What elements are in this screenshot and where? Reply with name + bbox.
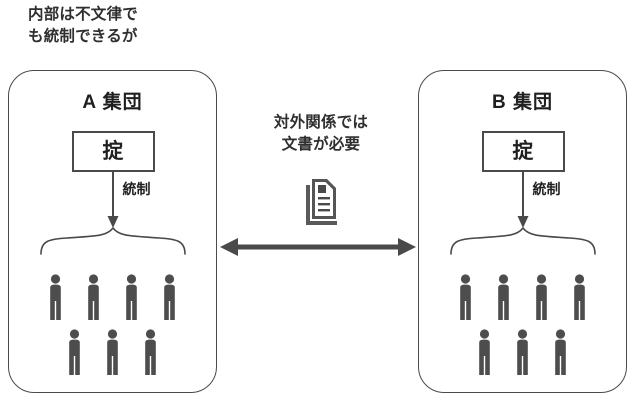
control-arrow-a [107, 172, 118, 228]
group-brace-b [449, 227, 596, 255]
bidirectional-relation-arrow [220, 238, 416, 256]
person-icon [126, 274, 137, 320]
control-arrow-b [517, 172, 528, 228]
person-icon [517, 329, 528, 375]
rule-label-b: 掟 [512, 140, 534, 163]
rule-box-a: 掟 [71, 131, 155, 172]
person-icon [107, 329, 118, 375]
control-label-b: 統制 [532, 181, 561, 197]
person-icon [88, 274, 99, 320]
group-title-b: B 集団 [491, 92, 553, 113]
group-container-a: A 集団 掟 統制 [8, 70, 217, 393]
person-icon [536, 274, 547, 320]
people-row-bottom-b [419, 329, 626, 376]
people-row-bottom-a [9, 329, 216, 376]
person-icon [164, 274, 175, 320]
document-icon [306, 179, 337, 225]
person-icon [555, 329, 566, 375]
person-icon [69, 329, 80, 375]
person-icon [498, 274, 509, 320]
person-icon [460, 274, 471, 320]
people-row-top-b [419, 274, 626, 321]
group-title-a: A 集団 [82, 92, 143, 113]
people-row-top-a [9, 274, 216, 321]
center-caption: 対外関係では 文書が必要 [273, 114, 369, 154]
control-label-a: 統制 [122, 181, 151, 197]
person-icon [145, 329, 156, 375]
person-icon [574, 274, 585, 320]
person-icon [479, 329, 490, 375]
person-icon [50, 274, 61, 320]
group-brace-a [39, 227, 186, 255]
rule-box-b: 掟 [481, 131, 565, 172]
group-container-b: B 集団 掟 統制 [418, 70, 627, 393]
top-caption: 内部は不文律で も統制できるが [28, 6, 138, 46]
rule-label-a: 掟 [102, 140, 124, 163]
